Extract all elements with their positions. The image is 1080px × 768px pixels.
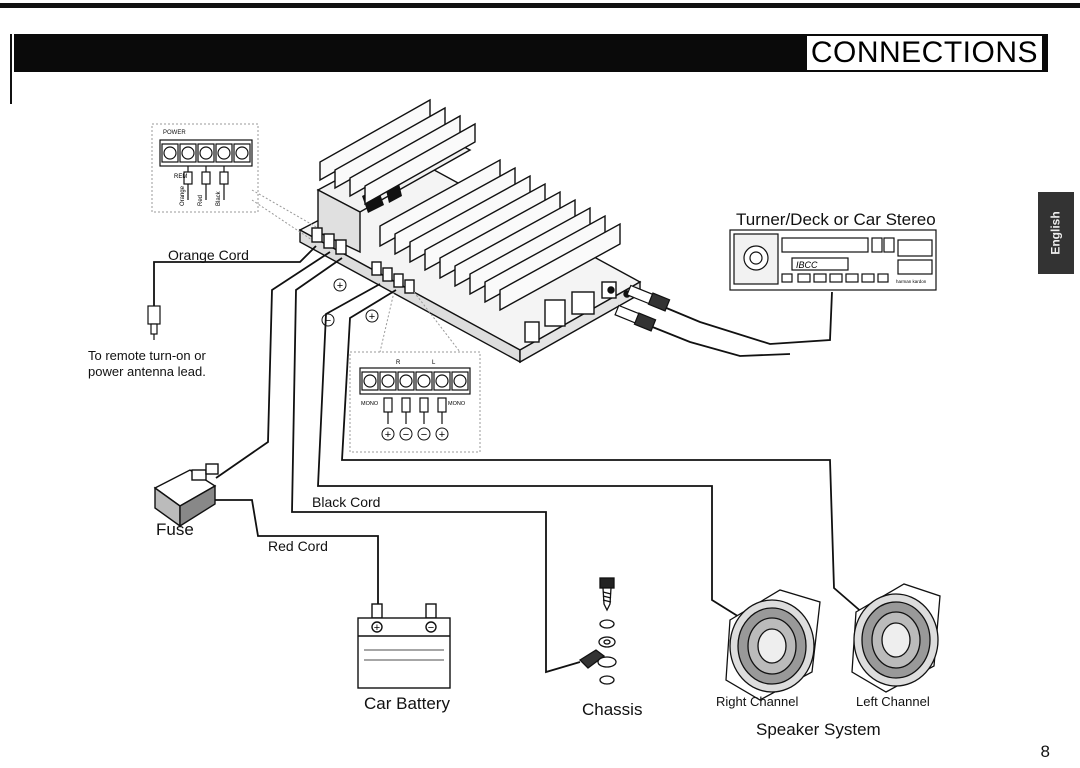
rca-cable-2 <box>639 321 791 357</box>
red-cord-wire <box>215 251 331 479</box>
black-wire-label: Black <box>216 190 222 206</box>
chassis-label: Chassis <box>582 700 643 719</box>
power-inset-title: POWER <box>163 130 186 136</box>
mono-right-label: MONO <box>448 401 466 407</box>
rca-cable-1 <box>651 291 833 345</box>
remote-connector <box>147 305 161 335</box>
fuse-label: Fuse <box>156 520 194 539</box>
speaker-terminal-polarity-4: + <box>439 429 445 441</box>
battery-positive-mark: + <box>374 622 380 634</box>
heatsink-fins <box>319 98 621 312</box>
language-tab: English <box>1038 192 1074 274</box>
left-speaker-wire <box>341 289 865 615</box>
right-channel-mark: R <box>396 360 401 366</box>
remote-note-line2: power antenna lead. <box>88 364 206 379</box>
right-speaker <box>725 589 821 701</box>
amplifier-terminals <box>311 227 415 294</box>
orange-cord-wire <box>153 245 317 308</box>
red-wire-label: Red <box>198 195 204 206</box>
black-cord-wire <box>291 257 581 674</box>
mono-left-label: MONO <box>361 401 379 407</box>
battery-label: Car Battery <box>364 694 450 713</box>
speaker-terminal-polarity-3: − <box>421 429 427 441</box>
left-speaker <box>851 583 941 693</box>
orange-wire-label: Orange <box>180 185 186 206</box>
car-battery <box>357 603 451 689</box>
page-title: CONNECTIONS <box>806 36 1042 70</box>
head-unit <box>729 229 937 291</box>
svg-text:+: + <box>369 311 375 323</box>
fuse-holder <box>153 463 219 528</box>
battery-negative-mark: − <box>428 622 434 634</box>
head-unit-brand: harman kardon <box>896 279 927 284</box>
head-unit-display: IBCC <box>796 260 818 270</box>
rca-plugs <box>614 284 671 332</box>
speaker-terminal-polarity-1: + <box>385 429 391 441</box>
black-cord-label: Black Cord <box>312 494 381 510</box>
speaker-system-label: Speaker System <box>756 720 881 739</box>
header-bar: CONNECTIONS <box>14 34 1048 72</box>
right-speaker-wire <box>317 283 745 621</box>
left-channel-label: Left Channel <box>856 694 930 709</box>
speaker-terminal-polarity-2: − <box>403 429 409 441</box>
wiring <box>153 245 865 674</box>
speaker-terminal-inset: R L MONO MONO + − − + + − + <box>321 278 481 453</box>
svg-text:+: + <box>337 280 343 292</box>
orange-cord-label: Orange Cord <box>168 247 249 263</box>
left-channel-mark: L <box>432 360 436 366</box>
header-left-rule <box>10 34 12 104</box>
power-terminal-inset: POWER REM Orange Red Black <box>151 123 319 241</box>
rem-label: REM <box>174 174 187 180</box>
amplifier-control-panel <box>524 281 631 343</box>
stereo-label: Turner/Deck or Car Stereo <box>736 210 936 229</box>
amplifier <box>298 98 642 364</box>
remote-note-line1: To remote turn-on or <box>88 348 206 363</box>
right-channel-label: Right Channel <box>716 694 799 709</box>
chassis-hardware <box>578 577 617 685</box>
svg-text:−: − <box>325 315 331 327</box>
red-cord-label: Red Cord <box>268 538 328 554</box>
page-number: 8 <box>1040 742 1050 761</box>
top-rule <box>0 3 1080 8</box>
red-cord-wire-to-battery <box>172 499 379 608</box>
